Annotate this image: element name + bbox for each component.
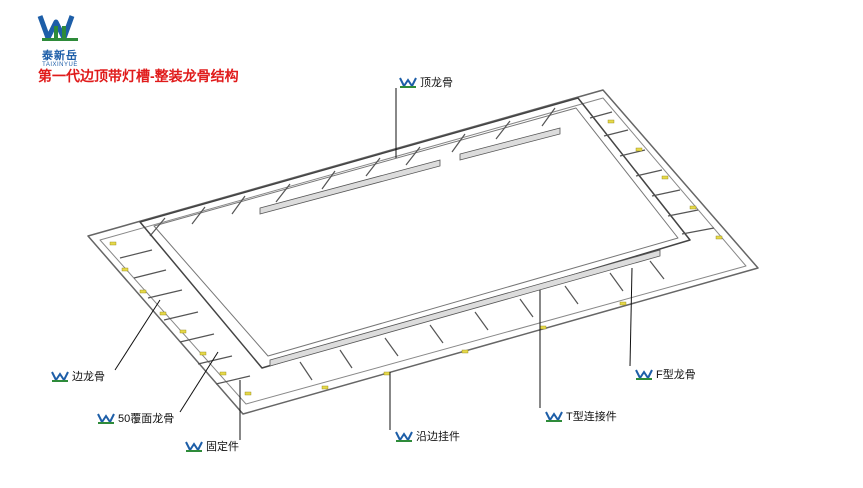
label-cover-keel: 50覆面龙骨 [96,410,174,426]
fixing-parts [109,119,723,396]
company-logo: 泰新岳 TAIXINYUE [34,12,86,68]
inner-top-keel-frame [139,97,691,369]
taixinyue-icon [185,441,203,452]
top-side-cross-members [149,107,556,237]
outer-side-keel-frame-inner [99,97,747,405]
label-top-keel: 顶龙骨 [398,74,453,90]
right-side-cross-members [589,111,715,235]
left-side-cross-members [119,249,251,385]
taixinyue-icon [545,411,563,422]
outer-side-keel-frame [87,89,759,415]
label-fixing: 固定件 [184,438,239,454]
logo-brand-latin: TAIXINYUE [42,62,78,68]
label-side-keel: 边龙骨 [50,368,105,384]
callout-leader-lines [114,88,633,440]
taixinyue-icon [51,371,69,382]
label-t-connector: T型连接件 [544,408,617,424]
taixinyue-icon [97,413,115,424]
label-top-keel-text: 顶龙骨 [420,77,453,89]
taixinyue-icon [635,369,653,380]
label-fixing-text: 固定件 [206,441,239,453]
top-keel-bar [259,127,561,215]
bottom-side-cross-members [299,260,665,381]
taixinyue-icon [395,431,413,442]
bottom-keel-bar [269,249,661,367]
label-side-keel-text: 边龙骨 [72,371,105,383]
logo-mark-icon [37,15,78,41]
taixinyue-icon [399,77,417,88]
label-f-keel: F型龙骨 [634,366,696,382]
label-edge-hanger-text: 沿边挂件 [416,431,460,443]
inner-top-keel-frame-inner [153,107,679,357]
label-f-keel-text: F型龙骨 [656,369,696,381]
label-cover-keel-text: 50覆面龙骨 [118,413,175,425]
label-edge-hanger: 沿边挂件 [394,428,460,444]
label-t-connector-text: T型连接件 [566,411,617,423]
page-title: 第一代边顶带灯槽-整装龙骨结构 [38,68,239,84]
logo-brand-name: 泰新岳 [42,50,78,62]
